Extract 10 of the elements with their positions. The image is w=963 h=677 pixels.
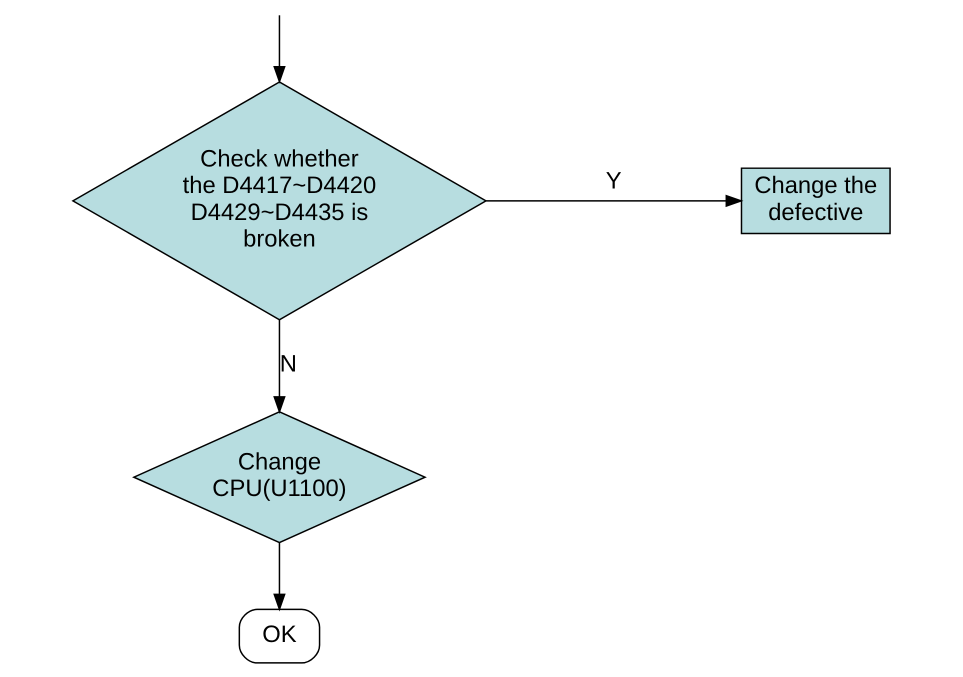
arrow — [273, 15, 286, 84]
node-box: Change the defective — [740, 167, 891, 234]
node-diamond: Change CPU(U1100) — [132, 411, 427, 544]
edge-label: Y — [606, 168, 622, 195]
node-diamond: Check whether the D4417~D4420 D4429~D4435 is broken — [71, 81, 488, 321]
edge-label: N — [280, 350, 297, 378]
node-box: OK — [238, 608, 320, 664]
arrow — [273, 320, 286, 414]
arrow — [273, 542, 286, 612]
arrow — [486, 194, 744, 208]
